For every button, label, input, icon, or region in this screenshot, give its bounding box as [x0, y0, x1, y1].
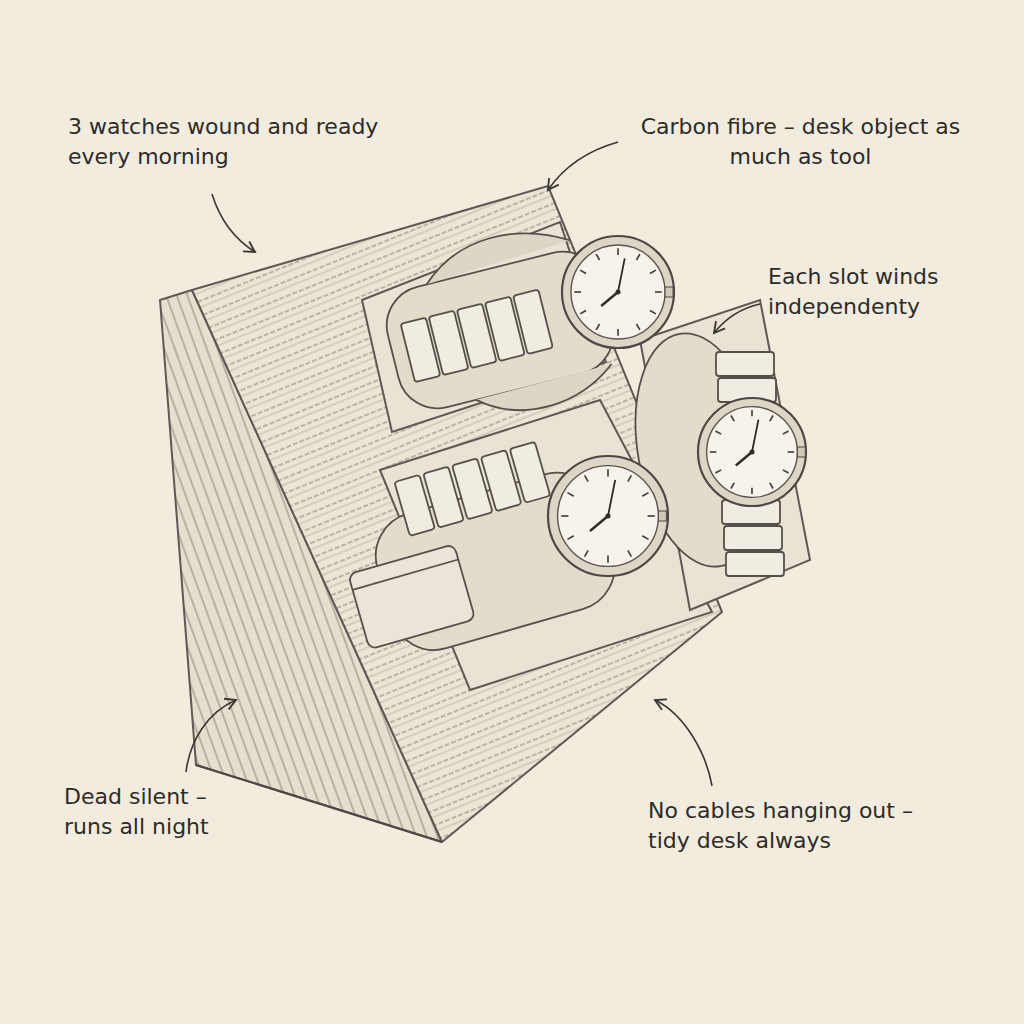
bottom-edge: [196, 765, 442, 842]
hour-tick: [783, 431, 789, 434]
leader-lines: [186, 142, 760, 786]
hour-tick: [716, 431, 722, 434]
hour-tick: [731, 416, 734, 422]
hour-tick: [710, 451, 716, 453]
leader-line: [548, 142, 618, 190]
front-clasp: [348, 544, 475, 649]
watch-case: [562, 236, 674, 348]
bracelet-link: [726, 552, 784, 576]
leader-line: [212, 194, 255, 252]
winder-body: [160, 186, 722, 842]
bracelet-link: [716, 352, 774, 376]
hour-tick: [655, 291, 662, 293]
hour-tick: [751, 410, 753, 416]
hour-tick: [596, 254, 599, 260]
hour-tick: [642, 536, 648, 540]
hour-tick: [585, 550, 589, 556]
minute-hand: [608, 480, 615, 516]
hour-tick: [561, 515, 568, 517]
crown: [658, 511, 666, 521]
hour-tick: [617, 248, 619, 255]
crown: [797, 447, 805, 457]
bracelet-link: [724, 526, 782, 550]
minute-hand: [618, 258, 625, 292]
dial-face: [571, 245, 665, 339]
hour-tick: [751, 488, 753, 494]
hour-tick: [642, 493, 648, 497]
hour-tick: [607, 469, 609, 476]
annotation: Carbon fibre – desk object as much as to…: [628, 112, 973, 172]
hour-tick: [716, 470, 722, 473]
front-face: [192, 186, 722, 842]
annotation: No cables hanging out – tidy desk always: [648, 796, 960, 856]
hour-tick: [628, 475, 632, 481]
hour-tick: [580, 310, 586, 313]
hour-tick: [628, 550, 632, 556]
hand-pivot: [616, 290, 621, 295]
hour-tick: [574, 291, 581, 293]
watch-case: [548, 456, 668, 576]
hour-tick: [585, 475, 589, 481]
annotation: Each slot winds independenty: [768, 262, 980, 322]
hand-pivot: [606, 514, 611, 519]
hour-tick: [731, 483, 734, 489]
hour-tick: [617, 329, 619, 336]
hour-tick: [580, 270, 586, 273]
annotation: Dead silent – runs all night: [64, 782, 256, 842]
hour-tick: [783, 470, 789, 473]
clamp: [476, 364, 618, 423]
bracelet-link: [513, 290, 553, 355]
hour-tick: [636, 324, 639, 330]
leader-line: [655, 700, 712, 786]
hour-tick: [636, 254, 639, 260]
crown: [665, 287, 673, 297]
dial-face: [707, 407, 798, 498]
hour-tick: [607, 556, 609, 563]
hour-hand: [736, 452, 752, 466]
leader-line: [714, 304, 760, 333]
clasp-edge: [353, 559, 459, 589]
hour-hand: [601, 292, 618, 306]
hour-tick: [650, 310, 656, 313]
hour-tick: [788, 451, 794, 453]
clamp: [420, 219, 573, 284]
watch-dials: [548, 236, 806, 576]
annotation: 3 watches wound and ready every morning: [68, 112, 418, 172]
hour-tick: [650, 270, 656, 273]
watch-dial: [698, 398, 806, 506]
hour-tick: [770, 483, 773, 489]
hand-pivot: [750, 450, 755, 455]
hour-hand: [590, 516, 608, 531]
hour-tick: [648, 515, 655, 517]
hour-tick: [770, 416, 773, 422]
watch-case: [698, 398, 806, 506]
hour-tick: [567, 493, 573, 497]
watch-dial: [562, 236, 674, 348]
bracelet-link: [510, 442, 550, 503]
minute-hand: [752, 420, 758, 452]
watch-dial: [548, 456, 668, 576]
hour-tick: [567, 536, 573, 540]
hour-tick: [596, 324, 599, 330]
leader-line: [186, 700, 236, 772]
dial-face: [558, 466, 659, 567]
